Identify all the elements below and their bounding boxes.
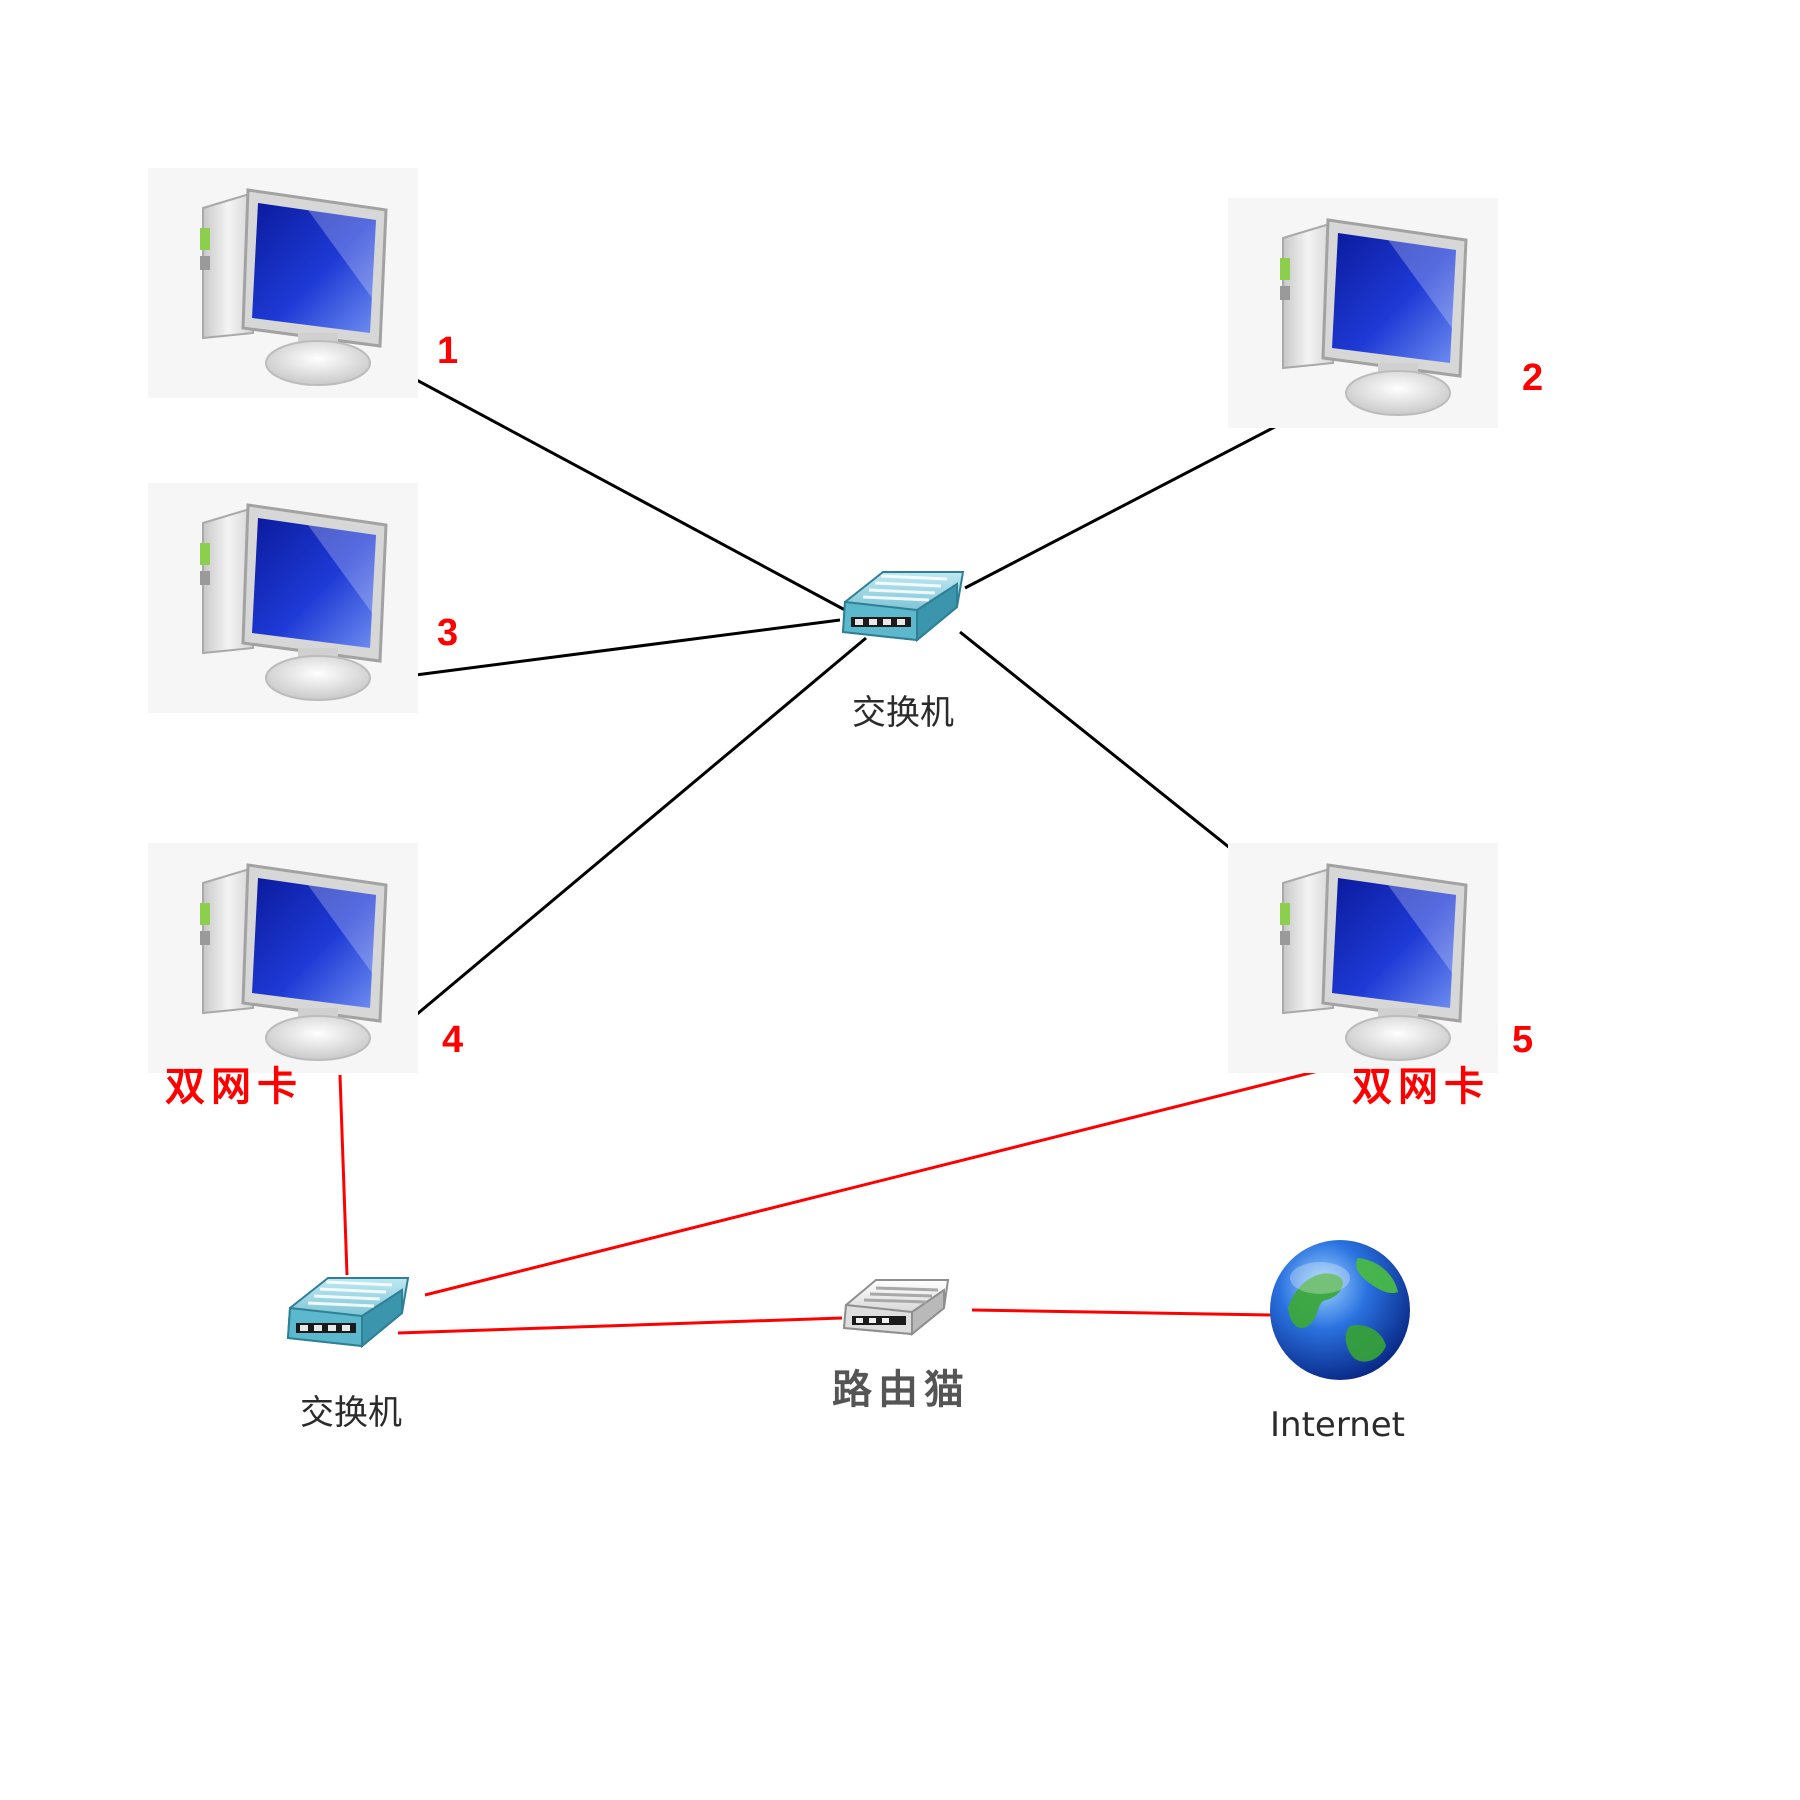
router-modem[interactable] [842, 1278, 950, 1336]
link-modem-internet [971, 1308, 1273, 1317]
wan-links [338, 1056, 1371, 1335]
link-pc4-switch [409, 636, 867, 1022]
computer-2[interactable] [1226, 196, 1500, 430]
computer-1-label: 1 [437, 330, 458, 372]
link-pc3-switch [407, 618, 841, 678]
switch-icon [841, 570, 965, 642]
lower-switch-label: 交换机 [300, 1393, 402, 1433]
internet[interactable] [1270, 1240, 1410, 1380]
link-pc5-lower-switch [424, 1056, 1371, 1297]
switch-icon [286, 1276, 410, 1348]
computer-icon [146, 481, 420, 715]
computer-5-label: 5 [1512, 1019, 1533, 1061]
computer-icon [1226, 841, 1500, 1075]
internet-label: Internet [1270, 1405, 1405, 1445]
computer-5[interactable] [1226, 841, 1500, 1075]
computer-icon [146, 166, 420, 400]
modem-icon [842, 1278, 950, 1336]
link-lower-switch-modem [397, 1316, 843, 1335]
computer-4-label: 4 [442, 1019, 463, 1061]
globe-icon [1270, 1240, 1410, 1380]
computer-2-label: 2 [1522, 357, 1543, 399]
main-switch-label: 交换机 [852, 693, 954, 733]
computer-3[interactable] [146, 481, 420, 715]
computer-4[interactable] [146, 841, 420, 1075]
computer-1[interactable] [146, 166, 420, 400]
lower-switch[interactable] [286, 1276, 410, 1348]
computer-5-nic-label: 双网卡 [1352, 1063, 1490, 1110]
computer-icon [146, 841, 420, 1075]
link-pc4-lower-switch [338, 1074, 349, 1276]
computer-icon [1226, 196, 1500, 430]
main-switch[interactable] [841, 570, 965, 642]
router-modem-label: 路由猫 [832, 1366, 970, 1413]
link-pc1-switch [397, 368, 846, 612]
computer-4-nic-label: 双网卡 [165, 1063, 303, 1110]
computer-3-label: 3 [437, 612, 458, 654]
